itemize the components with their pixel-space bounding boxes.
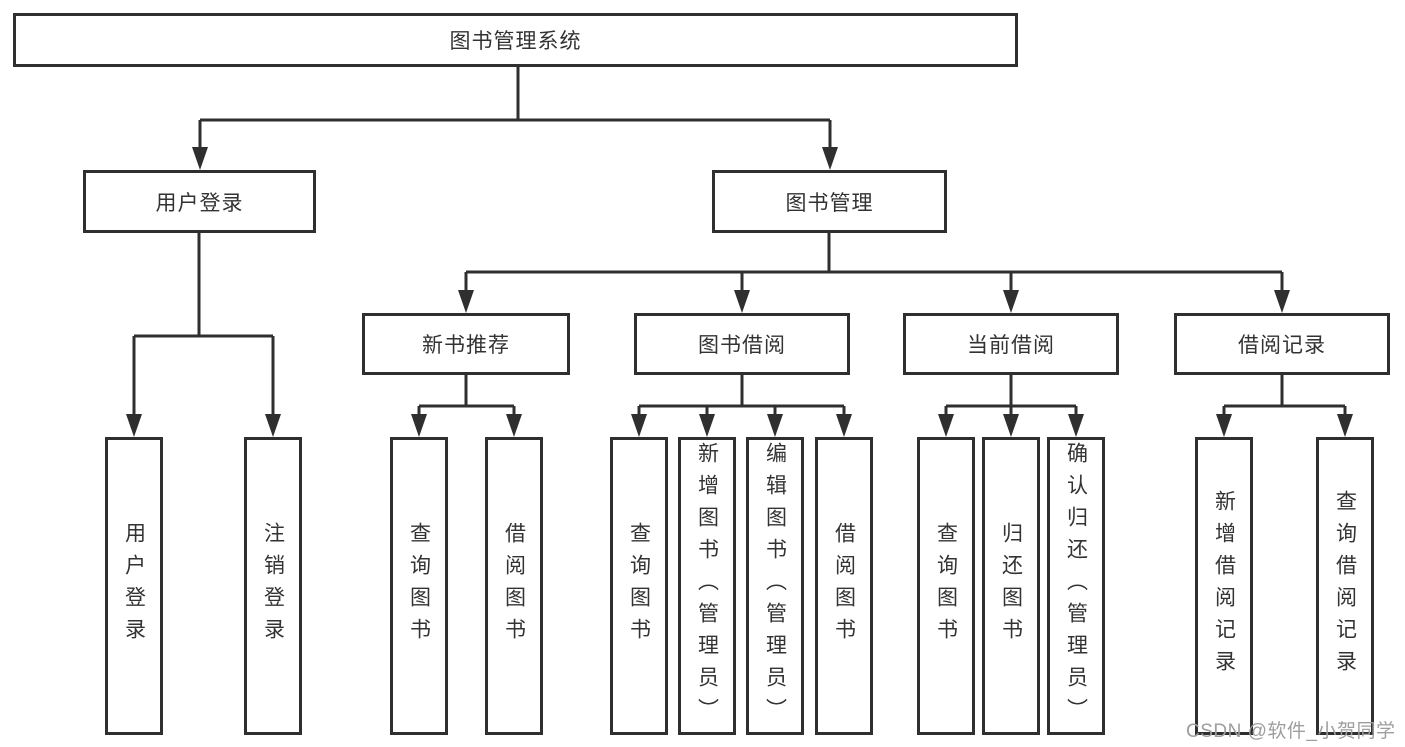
leaf-user-login: 用户登录 (105, 437, 163, 735)
leaf-confirm-return-admin-label: 确认归还（管理员） (1064, 442, 1088, 730)
node-user-login-label: 用户登录 (155, 191, 244, 215)
node-root-label: 图书管理系统 (449, 30, 582, 53)
node-book-borrow: 图书借阅 (634, 313, 850, 375)
arrowhead (938, 414, 954, 437)
arrowhead (1003, 414, 1019, 437)
leaf-query-books-2-label: 查询图书 (627, 522, 651, 650)
node-current-borrow-label: 当前借阅 (967, 334, 1055, 357)
leaf-logout: 注销登录 (244, 437, 302, 735)
leaf-borrow-books-1: 借阅图书 (485, 437, 543, 735)
leaf-query-books-3: 查询图书 (917, 437, 975, 735)
arrowhead (411, 414, 427, 437)
arrowhead (265, 414, 281, 437)
leaf-query-books-2: 查询图书 (610, 437, 668, 735)
leaf-add-books-admin-label: 新增图书（管理员） (695, 442, 719, 730)
node-book-management: 图书管理 (712, 170, 947, 233)
arrowhead (506, 414, 522, 437)
connector-book-borrow (637, 375, 846, 418)
connector-current-borrow (944, 375, 1078, 418)
arrowhead (1003, 290, 1019, 313)
leaf-query-borrow-record-label: 查询借阅记录 (1333, 490, 1357, 682)
leaf-edit-books-admin: 编辑图书（管理员） (746, 437, 804, 735)
arrowhead (458, 290, 474, 313)
leaf-query-books-1: 查询图书 (390, 437, 448, 735)
leaf-borrow-books-2-label: 借阅图书 (832, 522, 856, 650)
arrowhead (767, 414, 783, 437)
leaf-user-login-label: 用户登录 (122, 522, 146, 650)
arrowhead (1337, 414, 1353, 437)
arrowhead (699, 414, 715, 437)
leaf-borrow-books-2: 借阅图书 (815, 437, 873, 735)
node-book-borrow-label: 图书借阅 (698, 334, 786, 357)
node-user-login: 用户登录 (83, 170, 316, 233)
leaf-add-borrow-record-label: 新增借阅记录 (1212, 490, 1236, 682)
arrowhead (822, 147, 838, 170)
connector-borrow-records (1222, 375, 1347, 418)
watermark: CSDN @软件_小贺同学 (1186, 721, 1396, 742)
node-root: 图书管理系统 (13, 13, 1018, 67)
leaf-add-borrow-record: 新增借阅记录 (1195, 437, 1253, 735)
leaf-return-books-label: 归还图书 (999, 522, 1023, 650)
arrowhead (734, 290, 750, 313)
arrowhead (1216, 414, 1232, 437)
connector-root-trunk (198, 66, 832, 150)
arrowhead (1068, 414, 1084, 437)
arrowhead (1274, 290, 1290, 313)
connector-new-book (417, 375, 516, 418)
connector-user-login (132, 233, 275, 418)
node-new-book-recommend-label: 新书推荐 (422, 334, 510, 357)
arrowhead (631, 414, 647, 437)
node-book-management-label: 图书管理 (785, 191, 874, 215)
leaf-add-books-admin: 新增图书（管理员） (678, 437, 736, 735)
leaf-logout-label: 注销登录 (261, 522, 285, 650)
leaf-edit-books-admin-label: 编辑图书（管理员） (763, 442, 787, 730)
leaf-query-borrow-record: 查询借阅记录 (1316, 437, 1374, 735)
arrowhead (126, 414, 142, 437)
leaf-query-books-1-label: 查询图书 (407, 522, 431, 650)
node-new-book-recommend: 新书推荐 (362, 313, 570, 375)
leaf-return-books: 归还图书 (982, 437, 1040, 735)
node-borrow-records: 借阅记录 (1174, 313, 1390, 375)
node-borrow-records-label: 借阅记录 (1238, 334, 1326, 357)
node-current-borrow: 当前借阅 (903, 313, 1119, 375)
connector-book-mgmt (464, 233, 1284, 293)
arrowhead (836, 414, 852, 437)
leaf-borrow-books-1-label: 借阅图书 (502, 522, 526, 650)
leaf-confirm-return-admin: 确认归还（管理员） (1047, 437, 1105, 735)
arrowhead (192, 147, 208, 170)
leaf-query-books-3-label: 查询图书 (934, 522, 958, 650)
